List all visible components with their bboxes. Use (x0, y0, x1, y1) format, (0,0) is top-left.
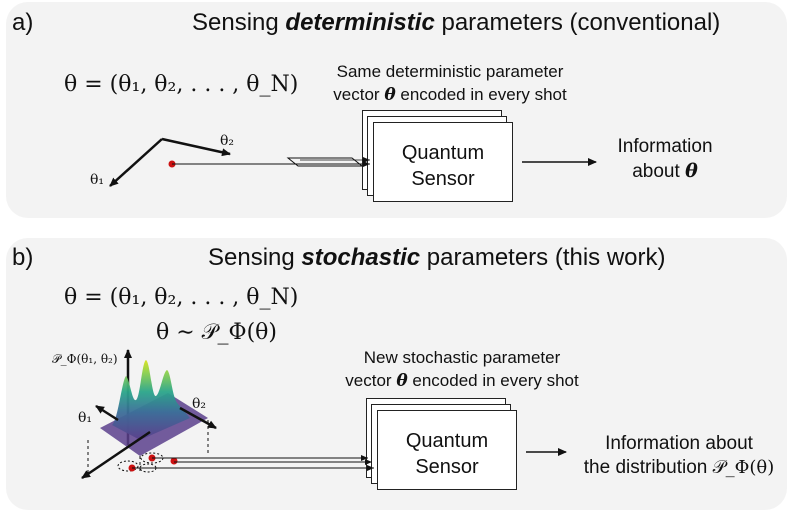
theta2-axis-b (179, 406, 217, 430)
panel-b-title: Sensing stochastic parameters (this work… (208, 244, 666, 271)
quantum-sensor-b: Quantum Sensor (377, 410, 517, 490)
quantum-sensor-a-label: Quantum Sensor (401, 142, 485, 190)
panel-b-distribution: θ ∼ 𝒫_Φ(θ) (156, 320, 277, 345)
theta1-axis-a (109, 138, 163, 187)
panel-a-equation: θ = (θ₁, θ₂, . . . , θ_N) (64, 72, 299, 97)
contour-1 (117, 460, 139, 472)
panel-a-axes (109, 137, 597, 187)
panel-a-label: a) (12, 9, 34, 36)
panel-a-caption: Same deterministic parameter vector θ en… (333, 62, 567, 105)
panel-b-caption: New stochastic parameter vector θ encode… (345, 348, 579, 391)
panel-b-axis-theta2: θ₂ (192, 396, 207, 412)
quantum-sensor-a: Quantum Sensor (373, 122, 513, 202)
distribution-plot (81, 349, 567, 480)
theta2-axis-a (161, 137, 231, 157)
shot-sheet-a (286, 157, 364, 167)
quantum-sensor-b-label: Quantum Sensor (405, 430, 489, 478)
surface-peaks (112, 360, 190, 440)
panel-a-axis-theta2: θ₂ (220, 133, 235, 149)
panel-b-axis-theta1: θ₁ (78, 410, 93, 426)
sample-point-3 (170, 457, 178, 465)
panel-a-title: Sensing deterministic parameters (conven… (192, 9, 721, 36)
panel-b-output: Information about the distribution 𝒫_Φ(θ… (583, 433, 775, 478)
panel-b-equation: θ = (θ₁, θ₂, . . . , θ_N) (64, 285, 299, 310)
panel-b-z-axis-label: 𝒫_Φ(θ₁, θ₂) (52, 352, 118, 366)
panel-a-axis-theta1: θ₁ (90, 172, 105, 188)
panel-b-label: b) (12, 244, 34, 271)
theta1-axis-b (95, 404, 119, 422)
theta1-axis-b-lower (81, 430, 151, 480)
panel-a-output: Information about θ (617, 136, 713, 182)
